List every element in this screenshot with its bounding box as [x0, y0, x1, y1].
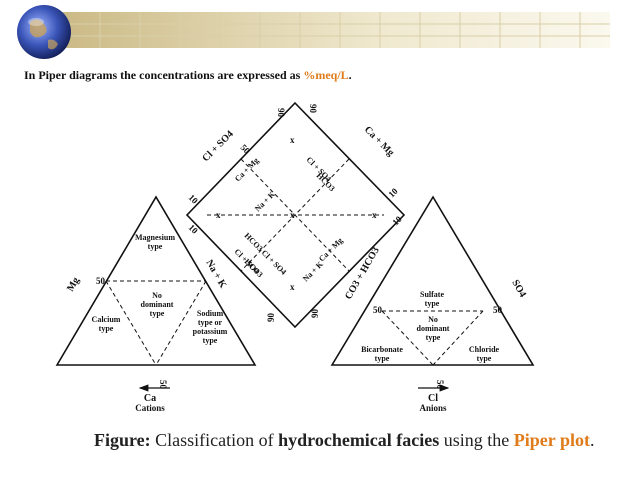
unit-highlight: %meq/L: [303, 68, 349, 82]
no-dominant-label: No: [152, 291, 162, 300]
svg-text:Ca + Mg: Ca + Mg: [233, 156, 260, 183]
nak-axis-label: Na + K: [203, 258, 228, 290]
svg-text:potassium: potassium: [193, 327, 228, 336]
svg-text:x: x: [290, 210, 295, 220]
header-banner: [17, 5, 610, 59]
so4-axis-label: SO4: [509, 278, 528, 299]
diamond-tick-90: 90: [276, 108, 286, 118]
chloride-type-label: Chloride: [469, 345, 500, 354]
svg-text:type or: type or: [198, 318, 223, 327]
svg-text:dominant: dominant: [417, 324, 450, 333]
cation-tick-50: 50: [96, 276, 106, 286]
svg-text:type: type: [375, 354, 390, 363]
anion-tick-50: 50: [373, 305, 383, 315]
anions-label: Anions: [419, 403, 447, 413]
svg-text:50: 50: [493, 305, 503, 315]
svg-text:type: type: [150, 309, 165, 318]
cation-triangle: 50 Magnesium type No dominant type Calci…: [55, 195, 257, 413]
svg-text:10: 10: [386, 186, 400, 200]
svg-text:type: type: [426, 333, 441, 342]
svg-text:dominant: dominant: [141, 300, 174, 309]
sulfate-type-label: Sulfate: [420, 290, 444, 299]
svg-text:x: x: [372, 210, 377, 220]
ca-axis-label: Ca: [144, 393, 156, 404]
svg-text:x: x: [290, 282, 295, 292]
piper-diagram: 50 Magnesium type No dominant type Calci…: [55, 101, 535, 413]
svg-text:type: type: [99, 324, 114, 333]
no-dominant-anion-label: No: [428, 315, 438, 324]
svg-text:HCO3: HCO3: [315, 171, 337, 193]
svg-text:type: type: [148, 242, 163, 251]
svg-text:10: 10: [187, 222, 201, 236]
ca-mg-axis-label: Ca + Mg: [362, 124, 396, 158]
piper-plot-term: Piper plot: [513, 430, 590, 450]
svg-text:90: 90: [308, 104, 318, 114]
sodium-type-label: Sodium: [197, 309, 224, 318]
cl-so4-axis-label: Cl + SO4: [200, 129, 235, 164]
svg-text:90: 90: [310, 309, 320, 319]
intro-text: In Piper diagrams the concentrations are…: [24, 68, 352, 82]
figure-caption: Figure: Classification of hydrochemical …: [94, 430, 595, 450]
svg-text:x: x: [290, 135, 295, 145]
svg-text:type: type: [425, 299, 440, 308]
svg-text:50: 50: [239, 142, 253, 156]
diamond-x-mark: x: [216, 210, 221, 220]
anion-triangle: 50 50 Sulfate type No dominant type Bica…: [330, 195, 535, 413]
bicarbonate-type-label: Bicarbonate: [361, 345, 403, 354]
svg-text:type: type: [477, 354, 492, 363]
cations-label: Cations: [135, 403, 165, 413]
magnesium-type-label: Magnesium: [135, 233, 175, 242]
svg-text:50: 50: [158, 380, 168, 390]
mg-axis-label: Mg: [65, 275, 82, 293]
cl-axis-label: Cl: [428, 393, 438, 404]
svg-text:10: 10: [390, 214, 404, 228]
central-diamond: x x x x x Cl + SO4 Ca + Mg 90 90 50 10 1…: [185, 101, 406, 329]
calcium-type-label: Calcium: [92, 315, 121, 324]
globe-icon: [17, 5, 71, 59]
svg-text:Ca + Mg: Ca + Mg: [317, 236, 344, 263]
svg-text:type: type: [203, 336, 218, 345]
svg-text:Na + K: Na + K: [253, 189, 277, 213]
svg-text:90: 90: [266, 313, 276, 323]
